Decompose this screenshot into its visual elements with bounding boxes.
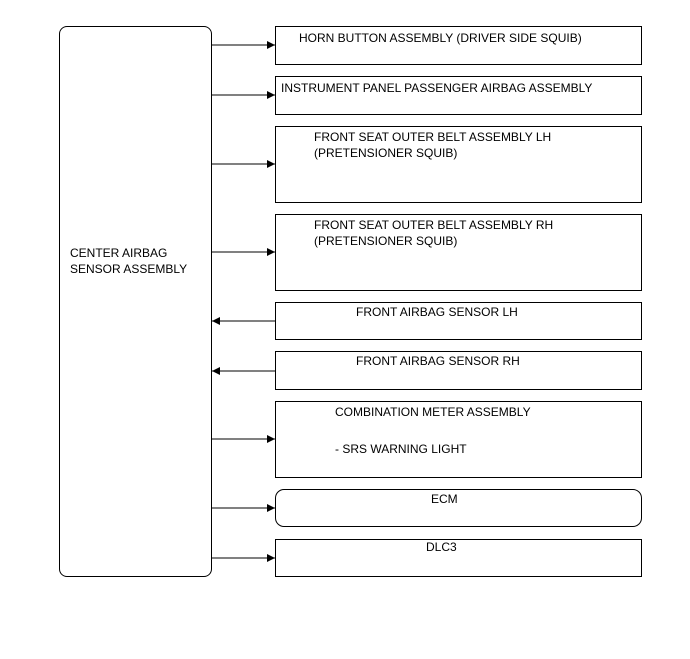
combination-meter-assembly-box: COMBINATION METER ASSEMBLY - SRS WARNING… <box>275 401 642 478</box>
front-seat-belt-rh-label: FRONT SEAT OUTER BELT ASSEMBLY RH <box>314 218 554 232</box>
srs-warning-light-label: - SRS WARNING LIGHT <box>335 442 467 456</box>
center-label-line-1: CENTER AIRBAG <box>70 246 168 260</box>
front-airbag-sensor-lh-box: FRONT AIRBAG SENSOR LH <box>275 302 642 340</box>
front-airbag-sensor-rh-label: FRONT AIRBAG SENSOR RH <box>356 354 520 368</box>
front-seat-belt-lh-box: FRONT SEAT OUTER BELT ASSEMBLY LH (PRETE… <box>275 126 642 203</box>
front-airbag-sensor-rh-box: FRONT AIRBAG SENSOR RH <box>275 351 642 390</box>
passenger-airbag-label: INSTRUMENT PANEL PASSENGER AIRBAG ASSEMB… <box>281 81 593 95</box>
horn-button-label: HORN BUTTON ASSEMBLY (DRIVER SIDE SQUIB) <box>299 31 582 45</box>
ecm-label: ECM <box>431 492 458 506</box>
combination-meter-label: COMBINATION METER ASSEMBLY <box>335 405 531 419</box>
front-seat-belt-lh-label: FRONT SEAT OUTER BELT ASSEMBLY LH <box>314 130 552 144</box>
center-label-line-2: SENSOR ASSEMBLY <box>70 262 188 276</box>
front-seat-belt-rh-sublabel: (PRETENSIONER SQUIB) <box>314 234 458 248</box>
ecm-box: ECM <box>275 489 642 527</box>
front-airbag-sensor-lh-label: FRONT AIRBAG SENSOR LH <box>356 305 518 319</box>
horn-button-assembly-box: HORN BUTTON ASSEMBLY (DRIVER SIDE SQUIB) <box>275 26 642 65</box>
center-airbag-sensor-box: CENTER AIRBAG SENSOR ASSEMBLY <box>59 26 212 577</box>
front-seat-belt-rh-box: FRONT SEAT OUTER BELT ASSEMBLY RH (PRETE… <box>275 214 642 291</box>
front-seat-belt-lh-sublabel: (PRETENSIONER SQUIB) <box>314 146 458 160</box>
dlc3-label: DLC3 <box>426 540 457 554</box>
passenger-airbag-assembly-box: INSTRUMENT PANEL PASSENGER AIRBAG ASSEMB… <box>275 76 642 115</box>
dlc3-box: DLC3 <box>275 539 642 577</box>
